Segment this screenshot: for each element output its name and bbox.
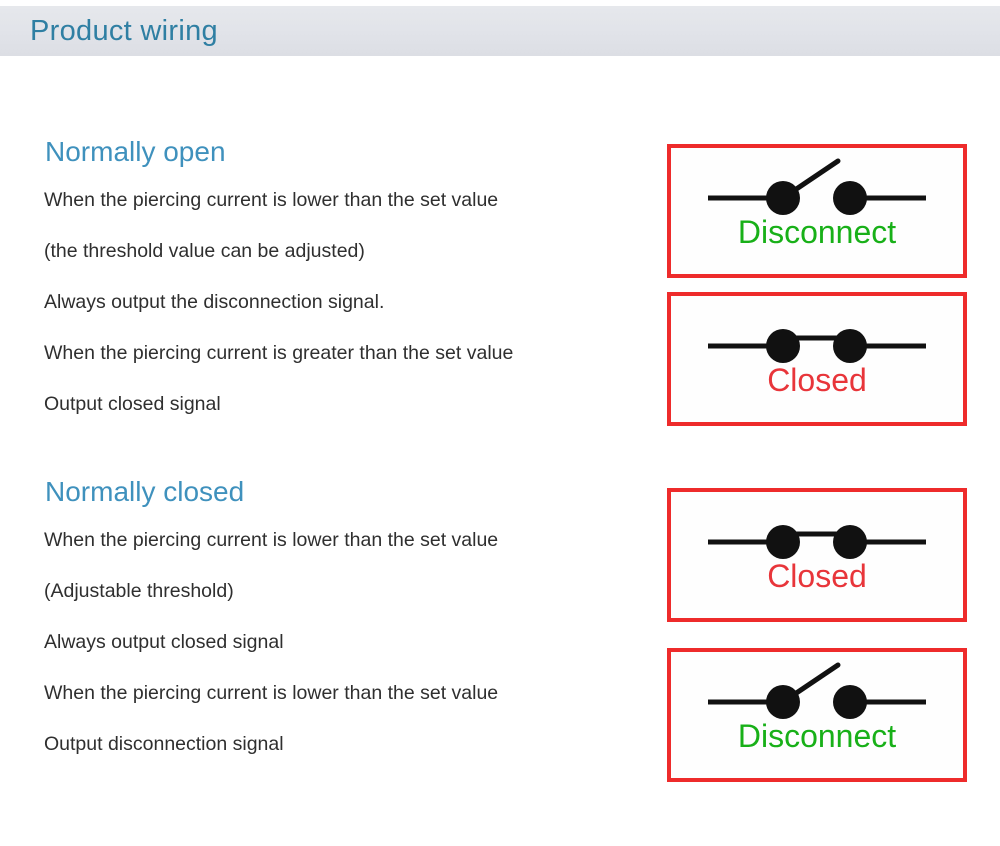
content-area: Normally open When the piercing current … — [0, 56, 1000, 846]
section-heading: Normally closed — [45, 476, 245, 507]
section-line: When the piercing current is lower than … — [44, 529, 499, 551]
section-line: When the piercing current is lower than … — [44, 682, 499, 704]
section-line: Output closed signal — [44, 393, 221, 415]
switch-open-icon — [708, 158, 926, 215]
section-line: Always output closed signal — [44, 631, 284, 653]
state-label: Closed — [767, 558, 867, 594]
section-line: Output disconnection signal — [44, 733, 284, 755]
state-label: Disconnect — [737, 214, 897, 250]
section-heading: Normally open — [45, 136, 226, 167]
diagram-box: Closed — [667, 488, 967, 622]
section-line: (Adjustable threshold) — [44, 580, 234, 602]
section-line: (the threshold value can be adjusted) — [44, 240, 365, 262]
page-title: Product wiring — [30, 14, 218, 47]
section-normally-open: Normally open When the piercing current … — [0, 134, 660, 430]
diagram-box: Disconnect — [667, 648, 967, 782]
section-line: When the piercing current is greater tha… — [44, 342, 514, 364]
section-line: Always output the disconnection signal. — [44, 291, 385, 313]
diagram-column: Disconnect Closed Closed — [667, 56, 967, 846]
switch-closed-icon — [708, 329, 926, 363]
diagram-box: Closed — [667, 292, 967, 426]
diagram-box: Disconnect — [667, 144, 967, 278]
section-line-list: When the piercing current is lower than … — [0, 515, 660, 770]
section-normally-closed: Normally closed When the piercing curren… — [0, 474, 660, 770]
state-label: Closed — [767, 362, 867, 398]
page-header: Product wiring — [0, 6, 1000, 56]
switch-closed-icon — [708, 525, 926, 559]
state-label: Disconnect — [737, 718, 897, 754]
switch-open-icon — [708, 662, 926, 719]
section-line: When the piercing current is lower than … — [44, 189, 499, 211]
section-line-list: When the piercing current is lower than … — [0, 175, 660, 430]
